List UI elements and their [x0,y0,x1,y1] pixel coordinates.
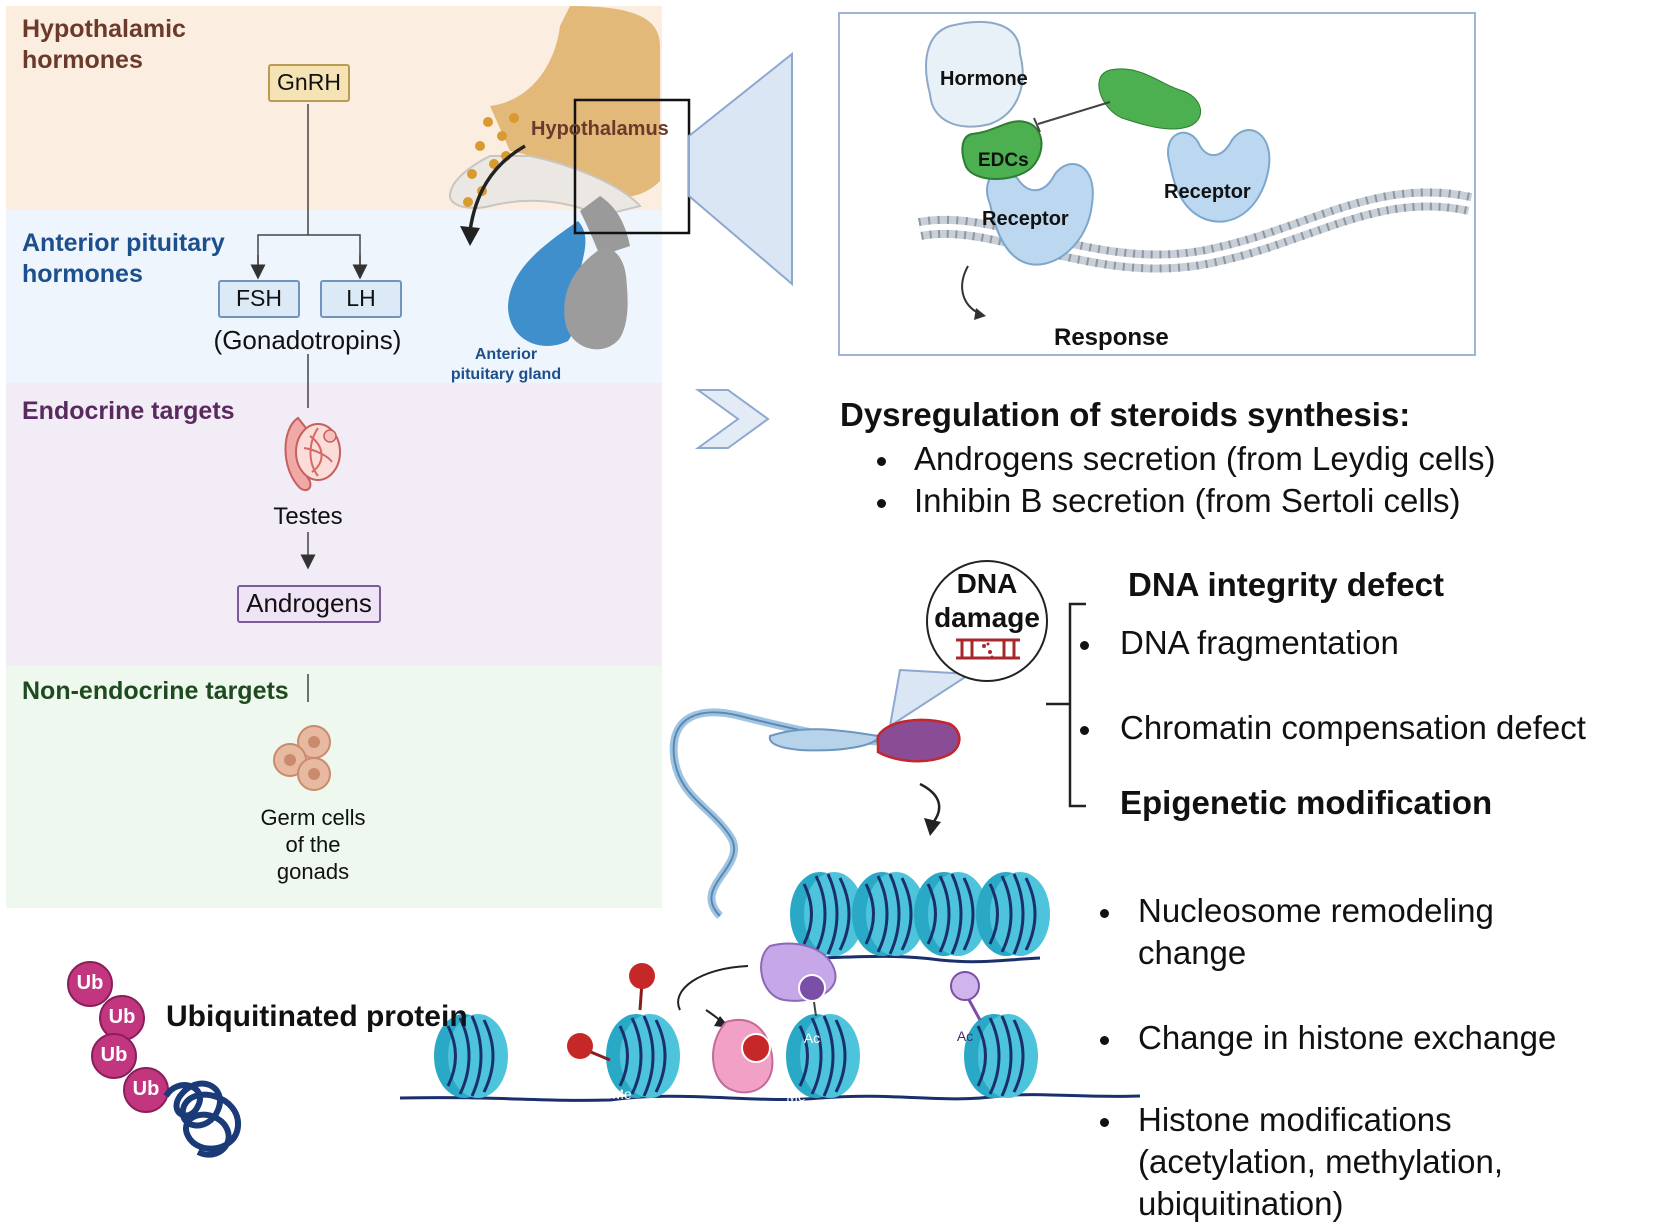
band-title-anterior-pituitary: Anterior pituitary hormones [22,229,225,288]
dna-damage-badge [926,560,1048,682]
band-title-non-endocrine: Non-endocrine targets [22,677,289,705]
ub-tag-3: Ub [100,1044,128,1066]
pituitary-gland-label: Anterior pituitary gland [450,346,562,383]
sperm-illustration [669,668,974,919]
epi-bullet-1 [1100,909,1109,918]
dna-damage-label-1: DNA [956,568,1018,599]
hypothalamus-label: Hypothalamus [531,118,669,140]
steroids-item-2: Inhibin B secretion (from Sertoli cells) [914,482,1461,519]
lh-box: LH [320,280,402,318]
me-label-2: Me [612,1086,632,1102]
integrity-bullet-1 [1080,641,1089,650]
ubiquitin-chain [67,961,241,1158]
ubiquitinated-protein-label: Ubiquitinated protein [166,1000,468,1033]
response-label: Response [1054,324,1169,351]
receptor-right-label: Receptor [1164,181,1251,203]
band-non-endocrine [6,666,662,908]
hormone-label: Hormone [940,68,1028,90]
epi-bullet-3 [1100,1118,1109,1127]
testes-label: Testes [273,503,343,530]
integrity-item-2: Chromatin compensation defect [1120,709,1586,746]
epi-item-1: Nucleosome remodeling change [1138,892,1494,971]
band-title-endocrine: Endocrine targets [22,397,235,425]
epi-item-3: Histone modifications (acetylation, meth… [1138,1101,1504,1222]
ub-tag-1: Ub [76,972,104,994]
me-label-1: Me [682,1030,702,1046]
bracket [1046,602,1086,808]
integrity-item-1: DNA fragmentation [1120,624,1399,661]
edcs-label: EDCs [978,150,1029,171]
germ-cells-icon [273,725,331,791]
ub-tag-2: Ub [108,1006,136,1028]
integrity-bullet-2 [1080,726,1089,735]
membrane-illustration [917,20,1472,320]
band-title-hypothalamic: Hypothalamic hormones [22,15,186,74]
steroids-item-1: Androgens secretion (from Leydig cells) [914,440,1496,477]
epi-item-2: Change in histone exchange [1138,1019,1557,1056]
pituitary-illustration [448,6,793,350]
dna-damage-label-2: damage [934,602,1040,633]
chromatin-illustration [399,870,1140,1102]
androgens-box: Androgens [237,585,381,623]
steroids-heading: Dysregulation of steroids synthesis: [840,396,1411,433]
fsh-box: FSH [218,280,300,318]
gnrh-box: GnRH [268,64,350,102]
gonadotropins-label: (Gonadotropins) [213,325,402,355]
epigenetic-heading: Epigenetic modification [1120,784,1493,821]
chevron-right-icon [694,389,770,449]
me-label-3: Me [786,1088,806,1104]
dna-break-icon [956,638,1020,660]
ac-label-2: Ac [956,1028,974,1044]
receptor-left-label: Receptor [982,208,1069,230]
dna-integrity-heading: DNA integrity defect [1128,566,1444,603]
ub-tag-4: Ub [132,1078,160,1100]
steroids-bullet-1 [877,457,886,466]
axis-connectors [250,104,368,702]
ac-label-1: Ac [803,1030,821,1046]
steroids-bullet-2 [877,499,886,508]
germ-cells-label: Germ cells of the gonads [260,805,366,884]
testes-icon [284,416,341,492]
epi-bullet-2 [1100,1036,1109,1045]
